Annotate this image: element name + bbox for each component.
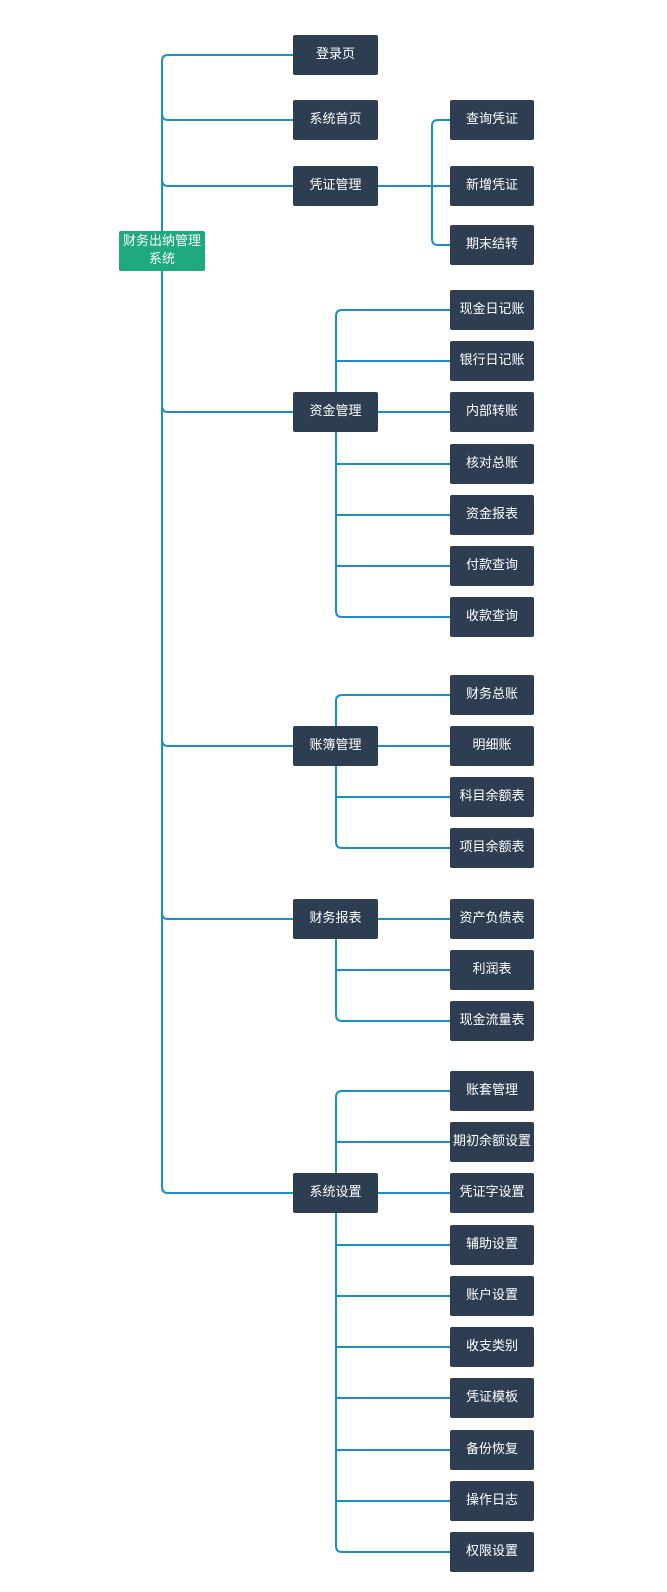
branch-line-3 — [161, 179, 293, 187]
leaf-node-4-2[interactable]: 银行日记账 — [450, 341, 534, 381]
branch-node-7[interactable]: 系统设置 — [293, 1173, 378, 1213]
leaf-line-6-3 — [335, 1014, 450, 1022]
branch-line-7 — [161, 1186, 293, 1194]
branch-line-1 — [161, 54, 293, 62]
root-node[interactable]: 财务出纳管理系统 — [119, 231, 205, 271]
leaf-node-7-3[interactable]: 凭证字设置 — [450, 1173, 534, 1213]
leaf-line-5-4 — [335, 841, 450, 849]
leaf-line-4-7 — [335, 610, 450, 618]
leaf-node-3-3[interactable]: 期末结转 — [450, 225, 534, 265]
leaf-node-7-6[interactable]: 收支类别 — [450, 1327, 534, 1367]
leaf-node-7-7[interactable]: 凭证模板 — [450, 1378, 534, 1418]
leaf-node-7-9[interactable]: 操作日志 — [450, 1481, 534, 1521]
leaf-node-4-7[interactable]: 收款查询 — [450, 597, 534, 637]
branch-node-6[interactable]: 财务报表 — [293, 899, 378, 939]
branch-node-5[interactable]: 账簿管理 — [293, 726, 378, 766]
branch-node-1[interactable]: 登录页 — [293, 35, 378, 75]
branch-line-4 — [161, 405, 293, 413]
leaf-node-6-1[interactable]: 资产负债表 — [450, 899, 534, 939]
leaf-node-7-1[interactable]: 账套管理 — [450, 1071, 534, 1111]
branch-line-6 — [161, 912, 293, 920]
leaf-node-4-6[interactable]: 付款查询 — [450, 546, 534, 586]
leaf-node-4-3[interactable]: 内部转账 — [450, 392, 534, 432]
leaf-node-4-1[interactable]: 现金日记账 — [450, 290, 534, 330]
leaf-node-7-4[interactable]: 辅助设置 — [450, 1225, 534, 1265]
branch-node-2[interactable]: 系统首页 — [293, 100, 378, 140]
leaf-node-3-1[interactable]: 查询凭证 — [450, 100, 534, 140]
leaf-line-3-3 — [431, 238, 450, 246]
leaf-line-7-10 — [335, 1545, 450, 1553]
leaf-node-3-2[interactable]: 新增凭证 — [450, 166, 534, 206]
leaf-node-5-1[interactable]: 财务总账 — [450, 675, 534, 715]
branch-node-3[interactable]: 凭证管理 — [293, 166, 378, 206]
branch-line-5 — [161, 739, 293, 747]
leaf-node-5-4[interactable]: 项目余额表 — [450, 828, 534, 868]
leaf-line-7-1 — [335, 1090, 450, 1098]
branch-line-2 — [161, 113, 293, 121]
leaf-node-4-4[interactable]: 核对总账 — [450, 444, 534, 484]
leaf-node-7-2[interactable]: 期初余额设置 — [450, 1122, 534, 1162]
leaf-line-3-1 — [431, 119, 450, 127]
leaf-node-5-3[interactable]: 科目余额表 — [450, 777, 534, 817]
leaf-line-4-1 — [335, 309, 450, 317]
leaf-line-5-1 — [335, 694, 450, 702]
leaf-node-7-8[interactable]: 备份恢复 — [450, 1430, 534, 1470]
leaf-node-7-5[interactable]: 账户设置 — [450, 1276, 534, 1316]
leaf-node-4-5[interactable]: 资金报表 — [450, 495, 534, 535]
branch-node-4[interactable]: 资金管理 — [293, 392, 378, 432]
leaf-node-6-2[interactable]: 利润表 — [450, 950, 534, 990]
leaf-node-6-3[interactable]: 现金流量表 — [450, 1001, 534, 1041]
leaf-node-7-10[interactable]: 权限设置 — [450, 1532, 534, 1572]
leaf-node-5-2[interactable]: 明细账 — [450, 726, 534, 766]
